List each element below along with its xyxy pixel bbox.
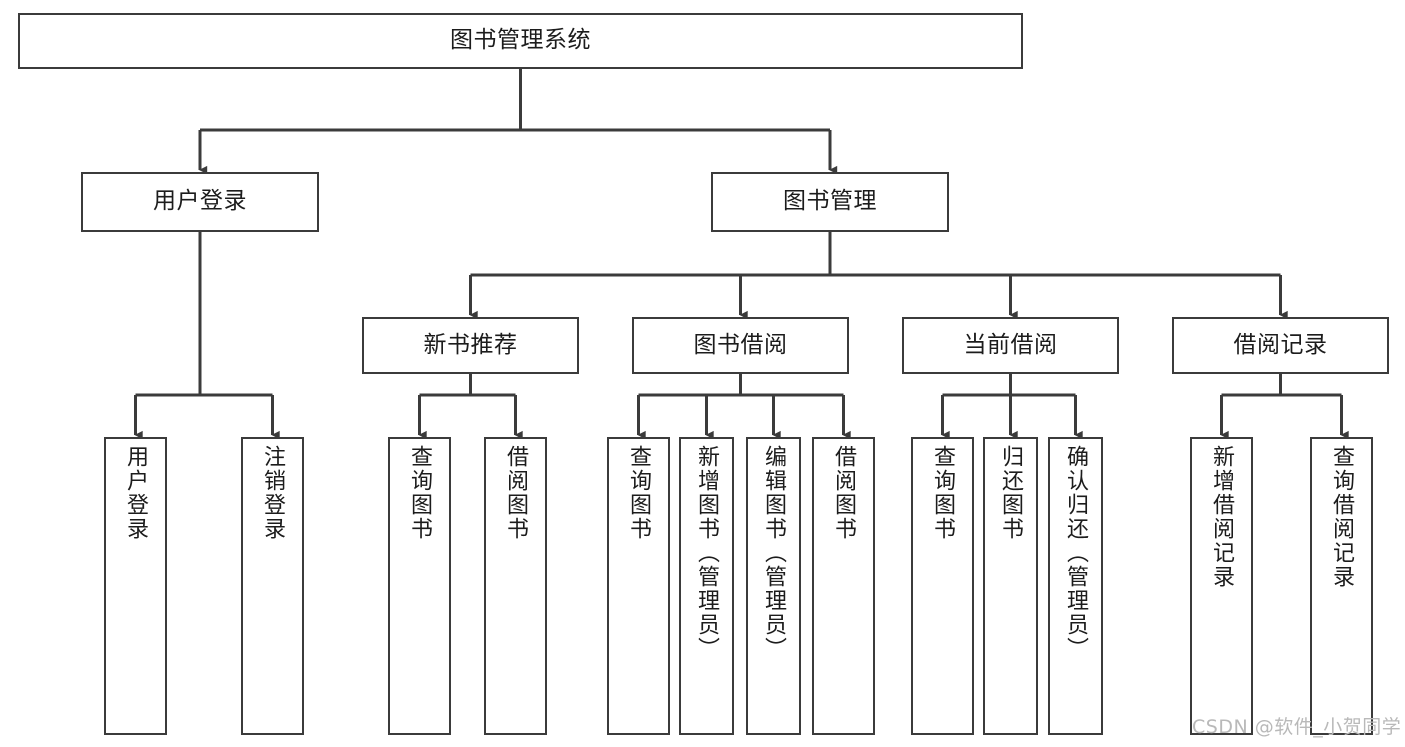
- node-leaf-query-book-3[interactable]: 查询图书: [911, 437, 974, 735]
- node-label: 图书借阅: [693, 331, 788, 358]
- node-label: 图书管理: [783, 188, 877, 215]
- node-label: 新增借阅记录: [1209, 445, 1235, 589]
- node-leaf-logout[interactable]: 注销登录: [241, 437, 304, 735]
- node-label: 当前借阅: [963, 331, 1058, 358]
- node-leaf-query-record[interactable]: 查询借阅记录: [1310, 437, 1373, 735]
- node-label: 图书管理系统: [450, 27, 591, 54]
- node-label: 用户登录: [123, 445, 149, 541]
- node-label: 编辑图书（管理员）: [761, 445, 787, 661]
- node-user-login[interactable]: 用户登录: [81, 172, 319, 232]
- node-current-borrow[interactable]: 当前借阅: [902, 317, 1119, 374]
- node-label: 查询图书: [930, 445, 956, 541]
- node-label: 注销登录: [260, 445, 286, 541]
- node-leaf-confirm-return[interactable]: 确认归还（管理员）: [1048, 437, 1103, 735]
- node-leaf-borrow-book-1[interactable]: 借阅图书: [484, 437, 547, 735]
- node-borrow-record[interactable]: 借阅记录: [1172, 317, 1389, 374]
- node-leaf-user-login[interactable]: 用户登录: [104, 437, 167, 735]
- node-label: 确认归还（管理员）: [1063, 445, 1089, 661]
- node-label: 借阅记录: [1233, 331, 1328, 358]
- node-new-book-recommend[interactable]: 新书推荐: [362, 317, 579, 374]
- node-leaf-edit-book[interactable]: 编辑图书（管理员）: [746, 437, 801, 735]
- node-label: 查询图书: [407, 445, 433, 541]
- node-leaf-query-book-2[interactable]: 查询图书: [607, 437, 670, 735]
- csdn-watermark: CSDN @软件_小贺同学: [1192, 716, 1402, 738]
- node-label: 新增图书（管理员）: [694, 445, 720, 661]
- node-book-borrow[interactable]: 图书借阅: [632, 317, 849, 374]
- node-label: 归还图书: [998, 445, 1024, 541]
- node-label: 查询借阅记录: [1329, 445, 1355, 589]
- node-label: 用户登录: [153, 188, 247, 215]
- node-leaf-add-book[interactable]: 新增图书（管理员）: [679, 437, 734, 735]
- node-label: 借阅图书: [831, 445, 857, 541]
- node-root[interactable]: 图书管理系统: [18, 13, 1023, 69]
- node-leaf-return-book[interactable]: 归还图书: [983, 437, 1038, 735]
- node-label: 借阅图书: [503, 445, 529, 541]
- node-label: 新书推荐: [423, 331, 518, 358]
- node-leaf-add-record[interactable]: 新增借阅记录: [1190, 437, 1253, 735]
- node-book-manage[interactable]: 图书管理: [711, 172, 949, 232]
- node-label: 查询图书: [626, 445, 652, 541]
- node-leaf-query-book-1[interactable]: 查询图书: [388, 437, 451, 735]
- node-leaf-borrow-book-2[interactable]: 借阅图书: [812, 437, 875, 735]
